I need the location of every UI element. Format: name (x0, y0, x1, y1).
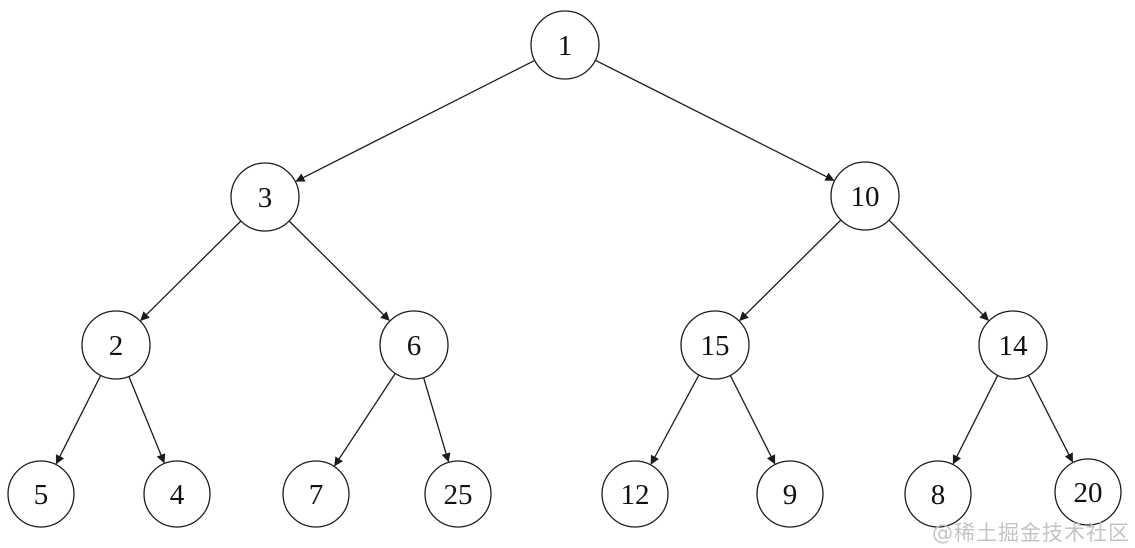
tree-node-label: 1 (558, 30, 573, 62)
tree-node-circle (81, 310, 151, 380)
tree-nodes: 1 3 10 2 6 15 14 5 4 7 25 12 9 8 20 (7, 10, 1122, 528)
tree-node-label: 20 (1074, 477, 1103, 509)
tree-edge-10-15 (739, 219, 842, 321)
tree-node-label: 6 (407, 330, 422, 362)
tree-node-2: 2 (81, 310, 151, 380)
tree-node-6: 6 (379, 310, 449, 380)
tree-edge-14-8 (952, 375, 999, 465)
tree-node-12: 12 (601, 460, 669, 528)
tree-node-circle (230, 162, 300, 232)
tree-node-5: 5 (7, 460, 75, 528)
tree-node-20: 20 (1054, 458, 1122, 526)
tree-node-3: 3 (230, 162, 300, 232)
tree-node-circle (830, 161, 900, 231)
tree-edge-6-25 (422, 377, 451, 463)
tree-edge-1-3 (295, 59, 535, 182)
tree-node-circle (379, 310, 449, 380)
tree-node-25: 25 (424, 460, 492, 528)
tree-node-label: 10 (851, 181, 880, 213)
tree-node-circle (424, 460, 492, 528)
tree-edge-10-14 (888, 219, 989, 321)
tree-node-label: 25 (444, 479, 473, 511)
tree-node-14: 14 (978, 310, 1048, 380)
tree-node-circle (7, 460, 75, 528)
tree-node-circle (978, 310, 1048, 380)
tree-node-9: 9 (756, 460, 824, 528)
tree-edge-6-7 (334, 373, 396, 467)
tree-node-15: 15 (680, 310, 750, 380)
tree-node-8: 8 (904, 460, 972, 528)
tree-node-label: 2 (109, 330, 124, 362)
tree-node-circle (904, 460, 972, 528)
tree-edge-1-10 (595, 59, 835, 181)
tree-node-circle (601, 460, 669, 528)
tree-node-circle (1054, 458, 1122, 526)
tree-node-10: 10 (830, 161, 900, 231)
tree-edge-3-6 (288, 220, 390, 321)
tree-node-circle (756, 460, 824, 528)
tree-node-4: 4 (143, 460, 211, 528)
tree-node-circle (530, 10, 600, 80)
tree-node-label: 3 (258, 182, 273, 214)
tree-edge-2-4 (128, 376, 166, 464)
tree-node-circle (680, 310, 750, 380)
tree-edge-3-2 (140, 220, 242, 321)
tree-node-label: 12 (621, 479, 650, 511)
tree-node-label: 8 (931, 479, 946, 511)
tree-node-circle (143, 460, 211, 528)
tree-node-1: 1 (530, 10, 600, 80)
tree-edges (55, 59, 1074, 467)
tree-node-label: 15 (701, 330, 730, 362)
tree-edge-2-5 (55, 375, 102, 465)
tree-node-7: 7 (282, 460, 350, 528)
tree-edge-15-12 (650, 374, 700, 465)
tree-edge-14-20 (1027, 375, 1074, 463)
tree-node-label: 7 (309, 479, 324, 511)
tree-edge-15-9 (729, 375, 776, 465)
tree-node-label: 5 (34, 479, 49, 511)
tree-node-circle (282, 460, 350, 528)
tree-node-label: 9 (783, 479, 798, 511)
tree-node-label: 4 (170, 479, 185, 511)
tree-node-label: 14 (999, 330, 1029, 362)
